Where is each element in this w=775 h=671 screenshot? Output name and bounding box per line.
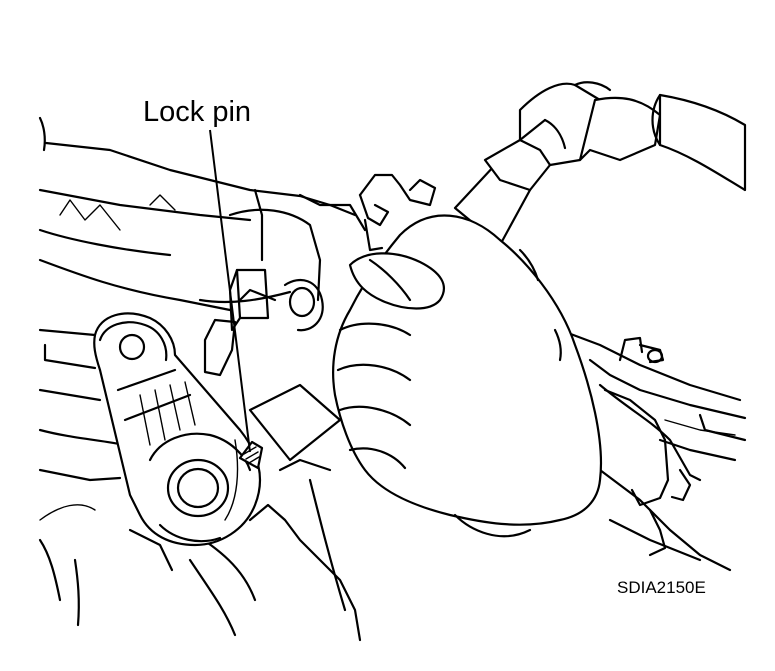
callout-leader-line xyxy=(209,129,251,453)
hand-icon xyxy=(332,214,603,538)
lock-pin-label: Lock pin xyxy=(143,96,252,128)
wrench-icon xyxy=(453,81,747,247)
figure-code: SDIA2150E xyxy=(617,578,706,597)
shift-lever-icon xyxy=(93,312,342,547)
transmission-housing-icon xyxy=(38,116,747,642)
